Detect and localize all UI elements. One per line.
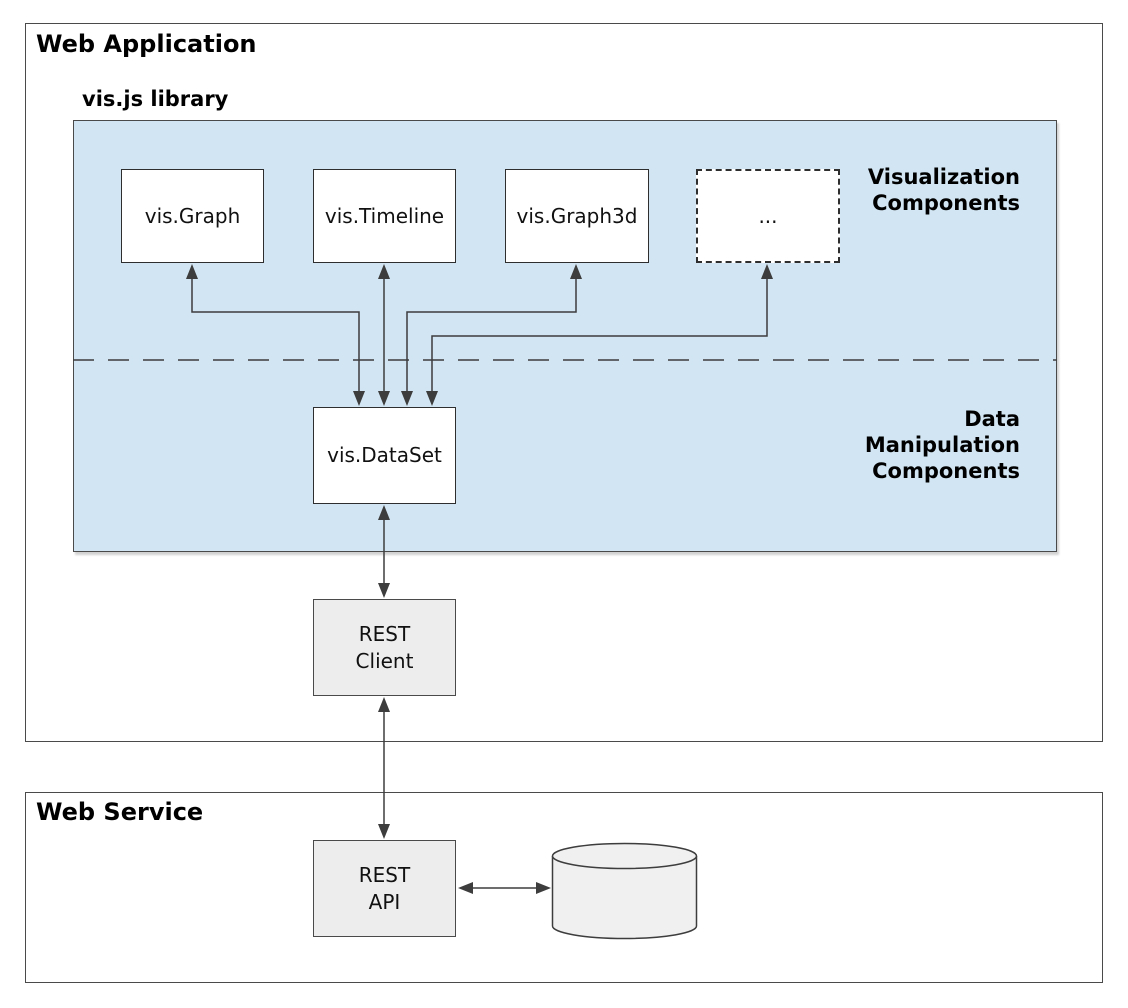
visjs-library-label: vis.js library	[82, 87, 229, 111]
section-label-line: Visualization	[867, 165, 1020, 189]
section-label-line: Data	[964, 407, 1020, 431]
component-box-vis-graph3d: vis.Graph3d	[505, 169, 649, 263]
component-label: vis.Timeline	[324, 203, 445, 228]
rest-client-label: REST Client	[356, 621, 414, 675]
section-label-line: Components	[872, 191, 1020, 215]
component-box-vis-timeline: vis.Timeline	[313, 169, 456, 263]
data-manipulation-components-label: Data Manipulation Components	[865, 406, 1020, 484]
component-box-vis-graph: vis.Graph	[121, 169, 264, 263]
web-service-title: Web Service	[36, 798, 204, 826]
visualization-components-label: Visualization Components	[868, 164, 1020, 216]
rest-api-line1: REST	[358, 862, 411, 887]
section-label-line: Components	[872, 459, 1020, 483]
component-box-more: ...	[696, 169, 840, 263]
rest-client-line2: Client	[355, 648, 414, 673]
web-application-title: Web Application	[36, 30, 257, 58]
dataset-label: vis.DataSet	[327, 443, 442, 467]
rest-api-line2: API	[368, 889, 401, 914]
rest-api-label: REST API	[359, 862, 410, 916]
rest-client-line1: REST	[358, 621, 411, 646]
component-label: ...	[758, 203, 778, 228]
rest-api-box: REST API	[313, 840, 456, 937]
component-label: vis.Graph3d	[516, 203, 638, 228]
rest-client-box: REST Client	[313, 599, 456, 696]
vis-dataset-box: vis.DataSet	[313, 407, 456, 504]
component-label: vis.Graph	[144, 203, 241, 228]
data-cylinder-label: Data	[600, 883, 649, 907]
section-label-line: Manipulation	[864, 433, 1020, 457]
